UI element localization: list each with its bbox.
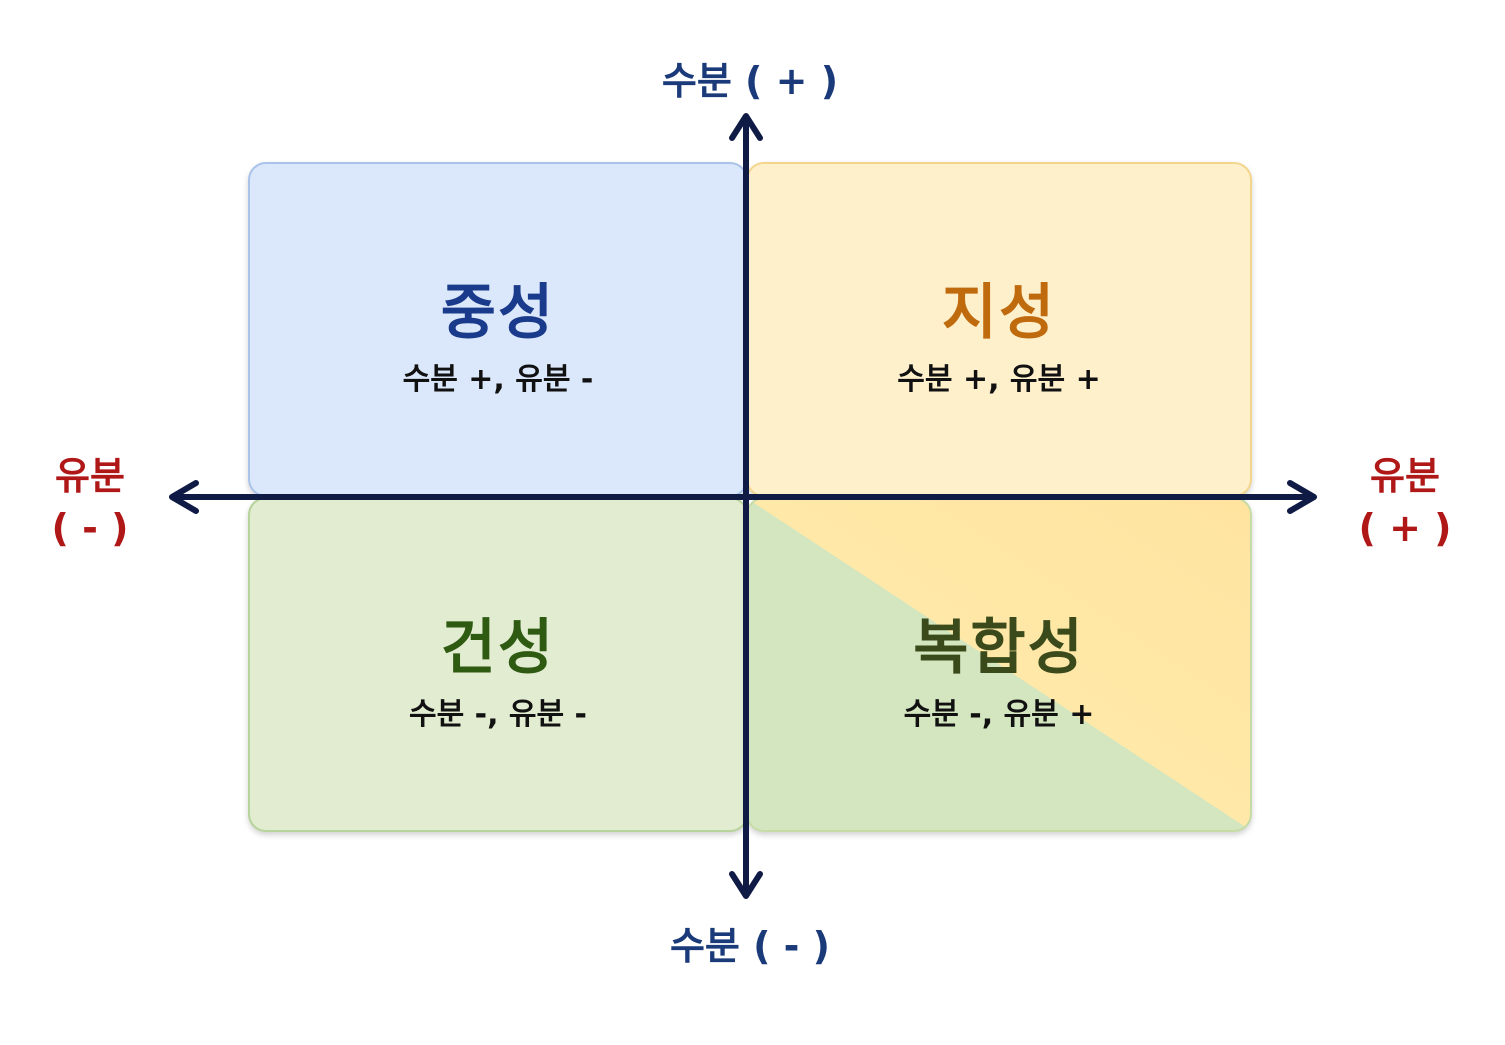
quadrant-title: 지성 <box>941 278 1057 348</box>
axis-label-line: ( + ) <box>1358 506 1452 550</box>
quadrant-combination: 복합성 수분 -, 유분 + <box>746 497 1252 832</box>
quadrant-title: 건성 <box>440 613 556 683</box>
up-arrowhead <box>729 113 763 141</box>
right-arrowhead <box>1287 480 1317 514</box>
axis-label-oil-minus: 유분 ( - ) <box>20 450 160 554</box>
axis-label-line: 유분 <box>55 454 125 498</box>
quadrant-title: 복합성 <box>913 613 1085 683</box>
quadrant-title: 중성 <box>440 278 556 348</box>
axis-label-moisture-minus: 수분 ( - ) <box>669 924 831 968</box>
axis-label-line: 유분 <box>1370 454 1440 498</box>
left-arrowhead <box>169 480 199 514</box>
quadrant-subtitle: 수분 -, 유분 + <box>903 697 1095 732</box>
axis-label-moisture-plus: 수분 ( + ) <box>661 59 839 103</box>
quadrant-subtitle: 수분 +, 유분 + <box>897 362 1101 397</box>
axis-label-oil-plus: 유분 ( + ) <box>1335 450 1475 554</box>
quadrant-normal: 중성 수분 +, 유분 - <box>248 162 748 497</box>
down-arrowhead <box>729 871 763 899</box>
quadrant-oily: 지성 수분 +, 유분 + <box>746 162 1252 497</box>
quadrant-subtitle: 수분 +, 유분 - <box>402 362 594 397</box>
axis-label-line: ( - ) <box>51 506 129 550</box>
quadrant-dry: 건성 수분 -, 유분 - <box>248 497 748 832</box>
quadrant-subtitle: 수분 -, 유분 - <box>408 697 588 732</box>
